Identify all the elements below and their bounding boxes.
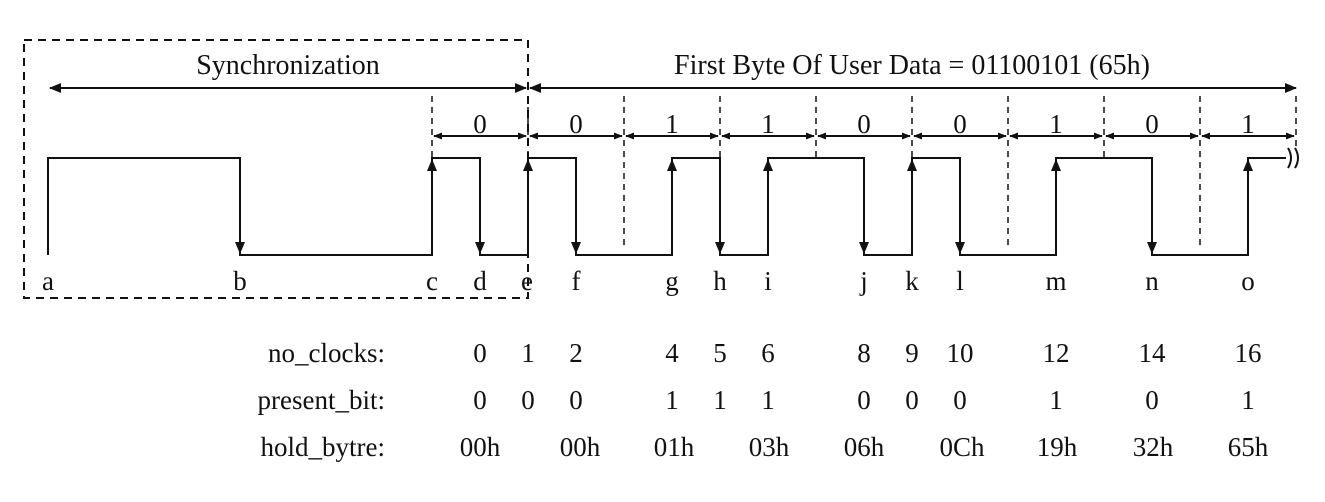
first-byte-label: First Byte Of User Data = 01100101 (65h): [674, 50, 1150, 81]
table-cell: 1: [713, 385, 727, 415]
bit-value: 0: [569, 109, 583, 139]
table-cell: 4: [665, 338, 679, 368]
waveform: [47, 147, 1299, 256]
table-cell: 0: [569, 385, 583, 415]
bit-boundary-lines: [431, 96, 1297, 248]
point-label-b: b: [233, 266, 247, 296]
point-label-a: a: [42, 266, 54, 296]
waveform-trace: [47, 157, 1286, 256]
bit-value: 0: [473, 109, 487, 139]
table-cell: 03h: [749, 432, 790, 462]
table-cell: 0: [1145, 385, 1159, 415]
point-label-f: f: [572, 266, 581, 296]
table-cell: 0: [857, 385, 871, 415]
table-cell: 1: [521, 338, 535, 368]
table-cell: 0: [473, 338, 487, 368]
bit-value: 1: [1241, 109, 1255, 139]
table-cell: 9: [905, 338, 919, 368]
table-cell: 0: [473, 385, 487, 415]
table-cell: 0: [905, 385, 919, 415]
point-label-c: c: [426, 266, 438, 296]
bit-value: 1: [1049, 109, 1063, 139]
bit-value: 0: [953, 109, 967, 139]
point-label-j: j: [859, 266, 868, 296]
table-cell: 00h: [460, 432, 501, 462]
hold-byte-row: hold_bytre: 00h 00h 01h 03h 06h 0Ch 19h …: [261, 432, 1269, 462]
table-cell: 0Ch: [939, 432, 985, 462]
point-label-m: m: [1045, 266, 1066, 296]
point-label-o: o: [1241, 266, 1255, 296]
table-cell: 1: [761, 385, 775, 415]
bit-value: 1: [665, 109, 679, 139]
table-cell: 16: [1235, 338, 1262, 368]
point-label-n: n: [1145, 266, 1159, 296]
table-cell: 32h: [1133, 432, 1174, 462]
bit-value: 1: [761, 109, 775, 139]
table-cell: 10: [947, 338, 974, 368]
table-cell: 1: [1049, 385, 1063, 415]
point-label-g: g: [665, 266, 679, 296]
bit-cells: 0 0 1 1 0 0 1 0 1: [433, 109, 1295, 140]
table-cell: 65h: [1228, 432, 1269, 462]
point-label-h: h: [713, 266, 727, 296]
table-cell: 1: [1241, 385, 1255, 415]
table-cell: 8: [857, 338, 871, 368]
table-cell: 14: [1139, 338, 1167, 368]
point-label-l: l: [956, 266, 964, 296]
table-cell: 6: [761, 338, 775, 368]
point-label-e: e: [521, 266, 533, 296]
table-cell: 1: [665, 385, 679, 415]
row-label: no_clocks:: [268, 338, 385, 368]
bit-value: 0: [1145, 109, 1159, 139]
table-cell: 19h: [1037, 432, 1078, 462]
row-label: hold_bytre:: [261, 432, 385, 462]
point-label-i: i: [764, 266, 772, 296]
table-cell: 5: [713, 338, 727, 368]
table-cell: 06h: [844, 432, 885, 462]
no-clocks-row: no_clocks: 0 1 2 4 5 6 8 9 10 12 14 16: [268, 338, 1261, 368]
table-cell: 01h: [654, 432, 695, 462]
bit-value: 0: [857, 109, 871, 139]
point-labels: a b c d e f g h i j k l m n o: [42, 266, 1255, 296]
point-label-d: d: [473, 266, 487, 296]
row-label: present_bit:: [258, 385, 385, 415]
point-label-k: k: [905, 266, 919, 296]
table-cell: 00h: [560, 432, 601, 462]
table-cell: 2: [569, 338, 583, 368]
present-bit-row: present_bit: 0 0 0 1 1 1 0 0 0 1 0 1: [258, 385, 1255, 415]
table-cell: 12: [1043, 338, 1070, 368]
synchronization-label: Synchronization: [196, 50, 380, 81]
table-cell: 0: [521, 385, 535, 415]
break-mark-icon: [1287, 147, 1299, 169]
table-cell: 0: [953, 385, 967, 415]
